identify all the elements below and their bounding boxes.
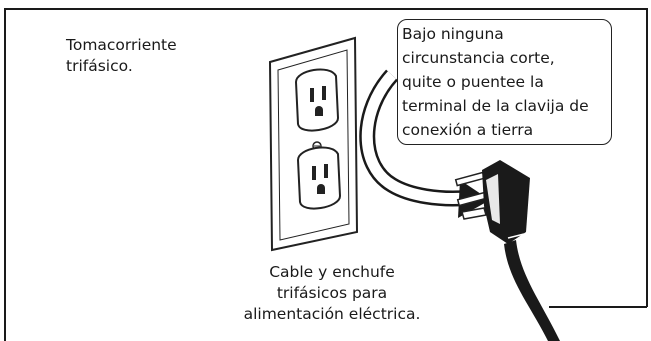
wall-plate-inner (277, 49, 350, 241)
frame-border (4, 8, 648, 341)
cable-label-line: Cable y enchufe (269, 263, 395, 281)
warning-label-line: conexión a tierra (402, 121, 534, 139)
warning-label-line: circunstancia corte, (402, 49, 555, 67)
warning-label-line: Bajo ninguna (402, 25, 504, 43)
outlet-label-line: Tomacorriente (66, 36, 177, 54)
upper-receptacle (294, 68, 340, 132)
warning-label: Bajo ninguna circunstancia corte, quite … (402, 22, 616, 142)
three-prong-plug-icon (454, 160, 560, 341)
outlet-label-line: trifásico. (66, 57, 133, 75)
outlet-label: Tomacorriente trifásico. (66, 35, 226, 77)
warning-callout (397, 19, 612, 145)
warning-label-line: quite o puentee la (402, 73, 544, 91)
cable-label: Cable y enchufe trifásicos para alimenta… (222, 262, 442, 325)
cable-label-line: trifásicos para (276, 284, 388, 302)
warning-label-line: terminal de la clavija de (402, 97, 589, 115)
lower-receptacle (296, 146, 342, 210)
power-cable (504, 240, 560, 341)
three-prong-outlet-icon (268, 36, 359, 252)
cable-label-line: alimentación eléctrica. (243, 305, 421, 323)
